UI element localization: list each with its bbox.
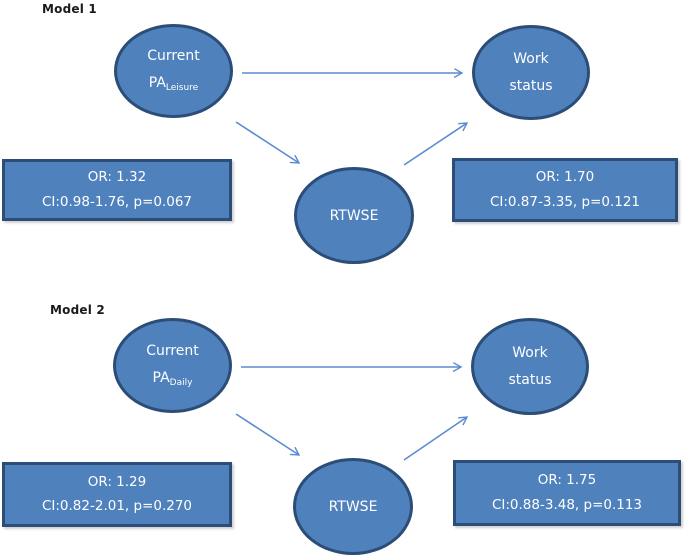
model-1-mediator-ellipse: RTWSE (294, 167, 414, 264)
or-value: OR: 1.75 (537, 472, 597, 488)
predictor-line2: PADaily (152, 369, 193, 388)
model-1-predictor-stats-box: OR: 1.32 CI:0.98-1.76, p=0.067 (2, 159, 232, 221)
model-2-predictor-ellipse: Current PADaily (113, 318, 232, 413)
ci-value: CI:0.87-3.35, p=0.121 (489, 193, 641, 210)
predictor-line1: Current (146, 342, 199, 359)
predictor-subscript: Leisure (165, 83, 199, 93)
predictor-line2: PALeisure (148, 75, 199, 93)
or-value: OR: 1.32 (87, 169, 147, 185)
model-2-mediator-ellipse: RTWSE (293, 458, 413, 555)
ci-value: CI:0.82-2.01, p=0.270 (41, 498, 193, 514)
or-value: OR: 1.70 (535, 169, 595, 185)
outcome-line2: status (509, 78, 553, 94)
model-1-outcome-stats-box: OR: 1.70 CI:0.87-3.35, p=0.121 (452, 158, 678, 222)
model-1-outcome-ellipse: Work status (472, 25, 590, 120)
outcome-line2: status (508, 372, 552, 388)
model-2-outcome-stats-box: OR: 1.75 CI:0.88-3.48, p=0.113 (453, 460, 681, 526)
predictor-line1: Current (147, 48, 200, 64)
m2-arrow-mediator-outcome (403, 417, 467, 461)
outcome-line1: Work (513, 51, 549, 67)
outcome-line1: Work (512, 345, 548, 361)
m1-arrow-predictor-mediator (235, 121, 299, 163)
model-2-predictor-stats-box: OR: 1.29 CI:0.82-2.01, p=0.270 (2, 462, 232, 527)
mediator-label: RTWSE (329, 207, 379, 224)
model-2-label: Model 2 (50, 303, 105, 317)
predictor-subscript: Daily (169, 377, 193, 388)
mediator-label: RTWSE (328, 498, 378, 515)
m2-arrow-predictor-mediator (235, 413, 299, 455)
ci-value: CI:0.98-1.76, p=0.067 (41, 193, 193, 210)
model-1-predictor-ellipse: Current PALeisure (114, 24, 233, 118)
or-value: OR: 1.29 (87, 473, 147, 490)
model-2-outcome-ellipse: Work status (471, 318, 589, 415)
ci-value: CI:0.88-3.48, p=0.113 (491, 496, 643, 513)
m1-arrow-mediator-outcome (403, 123, 467, 166)
model-1-label: Model 1 (42, 2, 97, 16)
